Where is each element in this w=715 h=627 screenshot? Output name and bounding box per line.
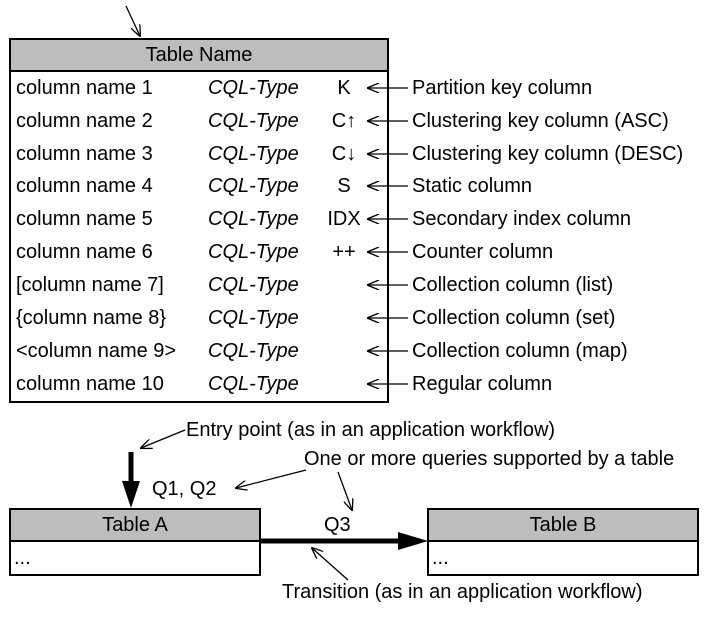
column-type: CQL-Type [208, 77, 299, 99]
column-name: column name 10 [16, 373, 164, 395]
column-description: Static column [412, 175, 533, 197]
column-name: [column name 7] [16, 274, 164, 296]
column-type: CQL-Type [208, 110, 299, 132]
entry-point-label: Entry point (as in an application workfl… [186, 419, 556, 441]
column-type: CQL-Type [208, 241, 299, 263]
table-b-body: ... [432, 547, 449, 569]
column-name: column name 6 [16, 241, 153, 263]
entry-pointer-line [141, 429, 186, 448]
legend-table-title: Table Name [145, 44, 253, 66]
transition-arrow-head [398, 532, 428, 550]
column-marker: S [337, 175, 351, 197]
column-description: Clustering key column (DESC) [412, 143, 684, 165]
column-name: column name 2 [16, 110, 153, 132]
column-description: Collection column (list) [412, 274, 614, 296]
column-description: Collection column (set) [412, 307, 616, 329]
column-marker: C↓ [331, 143, 357, 165]
column-name: column name 5 [16, 208, 153, 230]
column-name: column name 3 [16, 143, 153, 165]
column-marker: IDX [327, 208, 361, 230]
top-pointer-line [125, 5, 140, 36]
column-name: column name 4 [16, 175, 153, 197]
transition-query: Q3 [324, 514, 351, 536]
column-name: <column name 9> [16, 340, 177, 362]
transition-label: Transition (as in an application workflo… [282, 581, 643, 603]
table-b-frame [427, 508, 699, 576]
column-name: {column name 8} [16, 307, 167, 329]
column-description: Secondary index column [412, 208, 632, 230]
queries-pointer-line-1 [236, 469, 307, 488]
column-marker: K [337, 77, 351, 99]
column-type: CQL-Type [208, 175, 299, 197]
entry-arrow-head [122, 481, 140, 508]
entry-queries: Q1, Q2 [152, 478, 217, 500]
column-type: CQL-Type [208, 340, 299, 362]
column-description: Counter column [412, 241, 554, 263]
transition-pointer-line [312, 548, 349, 581]
legend-table-frame [9, 38, 389, 403]
column-description: Regular column [412, 373, 553, 395]
table-a-body: ... [14, 547, 31, 569]
queries-label: One or more queries supported by a table [304, 448, 675, 470]
column-type: CQL-Type [208, 143, 299, 165]
column-type: CQL-Type [208, 373, 299, 395]
column-description: Clustering key column (ASC) [412, 110, 669, 132]
column-description: Collection column (map) [412, 340, 628, 362]
table-a-title: Table A [102, 514, 168, 536]
column-marker: C↑ [331, 110, 357, 132]
row-arrows [368, 88, 408, 384]
column-type: CQL-Type [208, 208, 299, 230]
column-description: Partition key column [412, 77, 593, 99]
column-marker: ++ [332, 241, 356, 263]
column-type: CQL-Type [208, 307, 299, 329]
column-type: CQL-Type [208, 274, 299, 296]
column-name: column name 1 [16, 77, 153, 99]
queries-pointer-line-2 [337, 471, 352, 510]
table-b-title: Table B [529, 514, 597, 536]
